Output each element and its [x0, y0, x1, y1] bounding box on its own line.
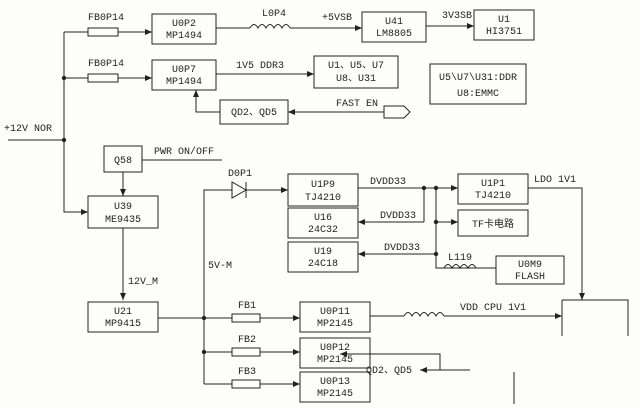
- svg-text:Q58: Q58: [114, 156, 132, 167]
- svg-text:24C18: 24C18: [308, 259, 338, 270]
- svg-text:MP9415: MP9415: [105, 319, 141, 330]
- svg-text:TJ4210: TJ4210: [305, 193, 341, 204]
- block-u19: U19 24C18: [287, 241, 359, 273]
- ferrite-bead-fb0p14-a: [87, 27, 119, 37]
- svg-text:U0M9: U0M9: [518, 260, 542, 271]
- block-qd2-qd5-label: QD2、QD5: [366, 366, 412, 377]
- block-u0p12: U0P12 MP2145: [299, 337, 371, 369]
- block-u0p11: U0P11 MP2145: [299, 301, 371, 333]
- label-l0p4: L0P4: [262, 9, 286, 20]
- svg-text:U0P13: U0P13: [320, 377, 350, 388]
- inductor-l0p4: [249, 24, 291, 30]
- svg-text:ME9435: ME9435: [105, 215, 141, 226]
- block-u16: U16 24C32: [287, 207, 359, 239]
- svg-text:U21: U21: [114, 307, 132, 318]
- svg-text:U1P1: U1P1: [481, 179, 505, 190]
- svg-text:MP2145: MP2145: [317, 389, 353, 400]
- diode-d0p1: [231, 181, 248, 199]
- rail-label-ldo-1v1: LDO 1V1: [534, 175, 576, 186]
- rail-label-dvdd33-a: DVDD33: [370, 177, 406, 188]
- svg-text:TF卡电路: TF卡电路: [472, 217, 514, 231]
- rail-label-1v5-ddr3: 1V5 DDR3: [236, 61, 284, 72]
- block-u1p9: U1P9 TJ4210: [287, 173, 359, 207]
- svg-text:QD2、QD5: QD2、QD5: [231, 108, 277, 119]
- block-u0p13: U0P13 MP2145: [299, 371, 371, 403]
- ferrite-bead-fb0p14-b: [87, 73, 119, 83]
- inductor-l119: [443, 264, 477, 270]
- svg-text:FLASH: FLASH: [515, 272, 545, 283]
- svg-text:U16: U16: [314, 213, 332, 224]
- svg-text:LM8805: LM8805: [376, 29, 412, 40]
- svg-text:U0P7: U0P7: [172, 65, 196, 76]
- svg-text:U0P12: U0P12: [320, 343, 350, 354]
- svg-text:MP2145: MP2145: [317, 319, 353, 330]
- svg-text:MP1494: MP1494: [166, 31, 202, 42]
- svg-text:U19: U19: [314, 247, 332, 258]
- block-tf-card-circuit: TF卡电路: [457, 209, 529, 237]
- inductor-vdd-cpu: [403, 312, 445, 318]
- rail-label-3v3sb: 3V3SB: [442, 11, 472, 22]
- rail-label-vdd-cpu-1v1: VDD CPU 1V1: [460, 303, 526, 314]
- svg-text:U5\U7\U31:DDR: U5\U7\U31:DDR: [439, 72, 517, 84]
- rail-label-dvdd33-c: DVDD33: [384, 243, 420, 254]
- block-u0p7: U0P7 MP1494: [151, 59, 217, 91]
- ferrite-bead-fb3: [231, 379, 261, 389]
- svg-text:U8:EMMC: U8:EMMC: [457, 89, 499, 100]
- block-ddr-loads: U1、U5、U7 U8、U31: [313, 55, 399, 89]
- block-u1p1: U1P1 TJ4210: [457, 173, 529, 205]
- svg-text:U1P9: U1P9: [311, 180, 335, 191]
- label-l119: L119: [448, 253, 472, 264]
- svg-text:HI3751: HI3751: [486, 27, 522, 38]
- fast-en-port-icon: [383, 105, 411, 119]
- svg-text:U1、U5、U7: U1、U5、U7: [328, 61, 384, 72]
- svg-text:U41: U41: [385, 17, 403, 28]
- signal-label-pwr-on-off: PWR ON/OFF: [154, 146, 214, 158]
- ferrite-bead-fb1: [231, 313, 261, 323]
- rail-label-dvdd33-b: DVDD33: [380, 211, 416, 222]
- block-u0p2: U0P2 MP1494: [151, 13, 217, 45]
- block-u41: U41 LM8805: [361, 11, 427, 43]
- svg-text:TJ4210: TJ4210: [475, 191, 511, 202]
- signal-label-fast-en: FAST EN: [336, 99, 378, 110]
- block-q58: Q58: [103, 145, 143, 173]
- block-u1-hi3751: U1 HI3751: [473, 9, 535, 41]
- label-fb3: FB3: [238, 367, 256, 378]
- block-u21: U21 MP9415: [87, 301, 159, 333]
- rail-label-12v-m: 12V_M: [128, 277, 158, 288]
- svg-text:MP1494: MP1494: [166, 77, 202, 88]
- svg-text:U0P11: U0P11: [320, 307, 350, 318]
- svg-text:U39: U39: [114, 202, 132, 213]
- label-fb0p14-a: FB0P14: [88, 13, 124, 24]
- cpu-load-bracket: [561, 299, 629, 336]
- block-u39: U39 ME9435: [87, 195, 159, 229]
- svg-text:U0P2: U0P2: [172, 19, 196, 30]
- label-fb0p14-b: FB0P14: [88, 59, 124, 70]
- block-u0m9-flash: U0M9 FLASH: [495, 255, 565, 285]
- label-fb1: FB1: [238, 301, 256, 312]
- svg-text:U1: U1: [498, 15, 510, 26]
- ferrite-bead-fb2: [231, 347, 261, 357]
- svg-text:U8、U31: U8、U31: [336, 74, 376, 85]
- svg-text:MP2145: MP2145: [317, 355, 353, 366]
- label-d0p1: D0P1: [228, 169, 252, 180]
- rail-label-12v-nor: +12V NOR: [4, 124, 52, 135]
- block-qd2-qd5-enable: QD2、QD5: [219, 99, 289, 125]
- label-fb2: FB2: [238, 335, 256, 346]
- rail-label-5v-m: 5V-M: [208, 261, 232, 272]
- svg-text:24C32: 24C32: [308, 225, 338, 236]
- rail-label-5vsb: +5VSB: [322, 13, 352, 24]
- note-box: U5\U7\U31:DDR U8:EMMC: [429, 63, 527, 105]
